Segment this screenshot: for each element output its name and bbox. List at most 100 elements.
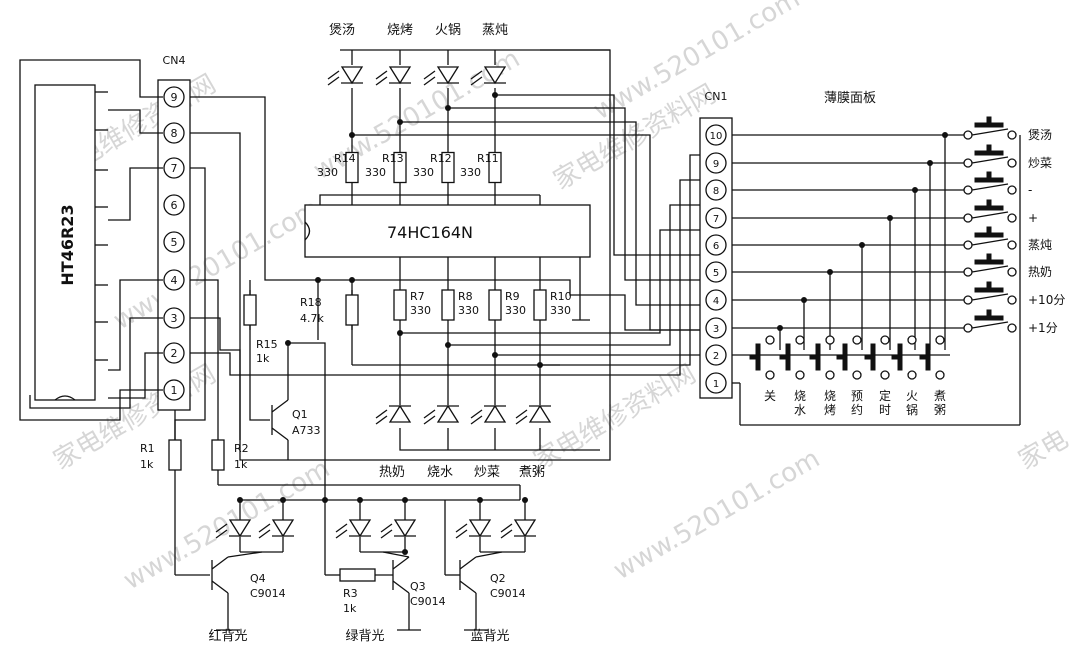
mcu-label: HT46R23 <box>58 204 77 285</box>
top-led-group: 煲汤烧烤火锅蒸炖R14330R13330R12330R11330 <box>317 22 508 185</box>
right-key: 热奶 <box>732 253 1052 350</box>
top-resistor-value: 330 <box>460 166 481 179</box>
right-key-label: 蒸炖 <box>1028 238 1052 252</box>
cn4-pin-number: 8 <box>171 127 178 140</box>
junction-dot <box>280 497 286 503</box>
key-contact <box>880 370 890 380</box>
q1-circuit-wiring <box>249 280 560 500</box>
cn1-pin-number: 5 <box>713 268 719 279</box>
q2-name: Q2 <box>490 572 506 585</box>
cn1-pin <box>705 317 727 339</box>
cn4-pin <box>163 342 185 364</box>
bottom-resistor-value: 330 <box>505 304 526 317</box>
backlight-led <box>258 519 295 539</box>
key-actuator <box>986 309 992 319</box>
key-contact <box>795 370 805 380</box>
key-contact <box>907 335 917 345</box>
bottom-resistor <box>533 289 547 321</box>
shift-register-ic: 74HC164N <box>304 185 591 321</box>
r3-resistor <box>339 568 376 582</box>
key-contact <box>963 267 973 277</box>
bottom-key-label: 时 <box>879 403 891 417</box>
r15-value: 1k <box>256 352 270 365</box>
key-contact <box>963 323 973 333</box>
cn1-pin <box>705 152 727 174</box>
panel-title: 薄膜面板 <box>824 91 876 106</box>
bottom-key-label: 关 <box>764 389 776 403</box>
bottom-led-wiring <box>399 154 700 451</box>
r3-name: R3 <box>343 587 358 600</box>
bottom-key-label: 烤 <box>824 402 836 417</box>
key-contact <box>1007 240 1017 250</box>
r1-value: 1k <box>140 458 154 471</box>
bottom-key-label: 火 <box>906 389 918 403</box>
q2-transistor <box>459 556 477 630</box>
bottom-key-label: 粥 <box>934 403 946 417</box>
top-led-label: 火锅 <box>435 22 461 38</box>
cn1-pin-number: 9 <box>713 159 719 170</box>
cn1-pin <box>705 344 727 366</box>
r15-resistor <box>243 294 257 326</box>
q2-type: C9014 <box>490 587 526 600</box>
cn4-pin <box>163 157 185 179</box>
r2-resistor <box>211 439 225 471</box>
cn4-pin <box>163 307 185 329</box>
cn1-pin-number: 7 <box>713 214 719 225</box>
cn1-pin-number: 4 <box>713 296 719 307</box>
backlight-led <box>215 519 252 539</box>
backlight-section: R11kR21kQ4C9014Q3C9014R31kQ2C9014红背光绿背光蓝… <box>140 439 537 644</box>
bottom-key: 关 <box>749 335 776 403</box>
top-led <box>470 66 507 86</box>
top-led-label: 烧烤 <box>387 23 413 38</box>
top-resistor-name: R11 <box>477 152 499 165</box>
junction-dot <box>827 269 833 275</box>
r1-resistor <box>168 439 182 471</box>
junction-dot <box>522 497 528 503</box>
right-key-label: +1分 <box>1028 321 1058 335</box>
cn4-pin-number: 7 <box>171 162 178 175</box>
blue-backlight-label: 蓝背光 <box>470 629 509 644</box>
junction-dot <box>801 297 807 303</box>
right-key-label: 炒菜 <box>1028 156 1052 170</box>
cn4-pin-number: 5 <box>171 236 178 249</box>
bottom-resistor-name: R9 <box>505 290 520 303</box>
q1-lead <box>271 399 289 413</box>
key-actuator <box>986 171 992 181</box>
cn4-pin <box>163 86 185 108</box>
green-backlight-label: 绿背光 <box>345 629 384 644</box>
key-contact <box>963 158 973 168</box>
junction-dot <box>859 242 865 248</box>
watermark-site: www.520101.com <box>609 444 826 586</box>
bottom-key: 煮粥 <box>919 335 946 417</box>
right-key: +10分 <box>732 281 1065 350</box>
r18-name: R18 <box>300 296 322 309</box>
r15-name: R15 <box>256 338 278 351</box>
junction-dot <box>777 325 783 331</box>
junction-dot <box>912 187 918 193</box>
r2-value: 1k <box>234 458 248 471</box>
cn1-pin <box>705 372 727 394</box>
cn1-pin <box>705 124 727 146</box>
top-led <box>327 66 364 86</box>
key-contact <box>963 130 973 140</box>
cn4-label: CN4 <box>163 54 186 67</box>
bottom-resistor-value: 330 <box>410 304 431 317</box>
bottom-led <box>375 404 412 425</box>
top-resistor-name: R14 <box>334 152 356 165</box>
q4-name: Q4 <box>250 572 266 585</box>
junction-dot <box>887 215 893 221</box>
cn4-pin <box>163 379 185 401</box>
top-resistor-value: 330 <box>365 166 386 179</box>
bottom-key-label: 约 <box>851 402 863 417</box>
q1-name: Q1 <box>292 408 308 421</box>
r18-value: 4.7k <box>300 312 324 325</box>
bottom-led-label: 炒菜 <box>474 465 500 480</box>
q4-transistor <box>211 556 229 630</box>
q3-type: C9014 <box>410 595 446 608</box>
top-led <box>375 66 412 86</box>
right-key: - <box>732 171 1032 350</box>
r2-name: R2 <box>234 442 249 455</box>
bottom-led-label: 烧水 <box>427 465 453 480</box>
